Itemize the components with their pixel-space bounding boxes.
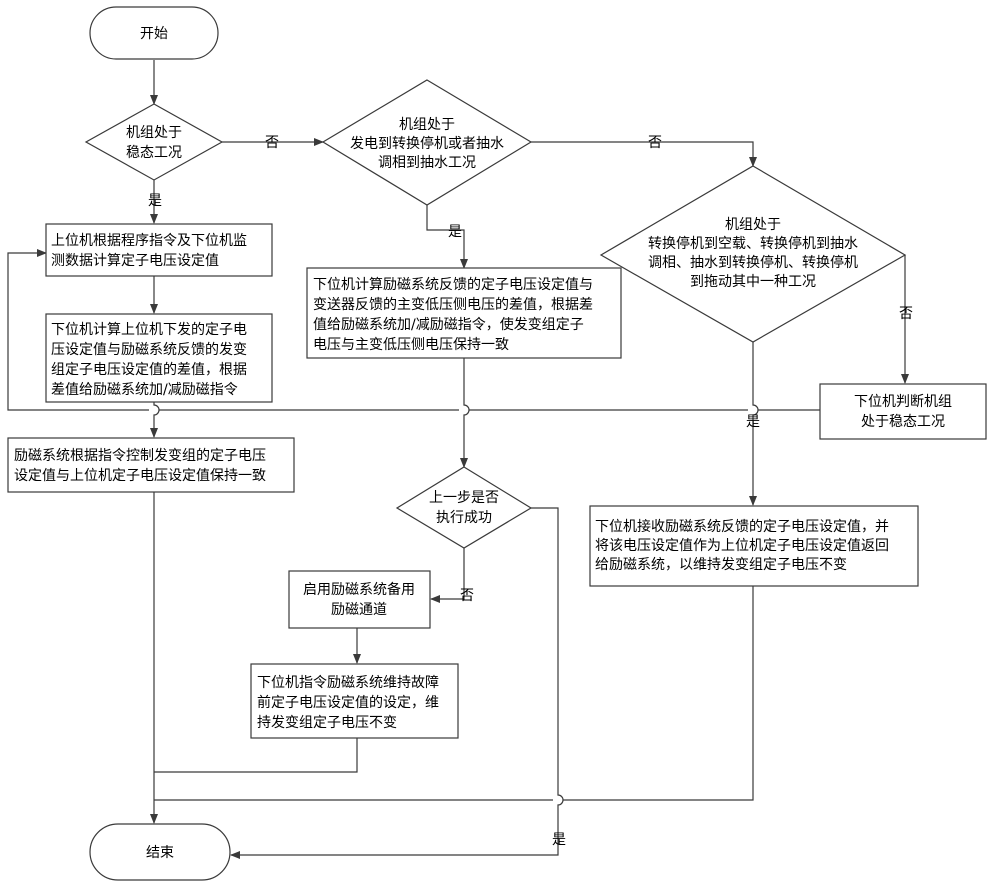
label-d2-no: 否 (648, 135, 662, 151)
box-receive-feedback (589, 505, 919, 587)
text-line: 转换停机到空载、转换停机到抽水 (648, 235, 858, 252)
edge-d3-b6 (749, 342, 759, 506)
box-host-compute (45, 223, 273, 277)
text-line: 下位机计算上位机下发的定子电 (51, 322, 247, 338)
text-line: 组定子电压设定值的差值，根据 (51, 362, 247, 378)
text-line: 到拖动其中一种工况 (690, 274, 816, 290)
decision-transition-modes (599, 165, 907, 343)
text-line: 机组处于 (725, 217, 781, 233)
label-d4-yes: 是 (552, 832, 566, 848)
end-text: 结束 (146, 845, 174, 861)
text-line: 机组处于 (399, 117, 455, 133)
text-line: 下位机接收励磁系统反馈的定子电压设定值，并 (595, 518, 889, 535)
text-line: 将该电压设定值作为上位机定子电压设定值返回 (595, 538, 889, 554)
decision-transition-pump (321, 79, 533, 206)
text-line: 给励磁系统，以维持发变组定子电压不变 (595, 557, 847, 573)
label-d4-no: 否 (460, 588, 474, 604)
decision-transition-pump-text: 机组处于发电到转换停机或者抽水调相到抽水工况 (350, 117, 504, 171)
box-lower-compute-feedback (306, 267, 622, 359)
text-line: 发电到转换停机或者抽水 (350, 135, 504, 152)
text-line: 上位机根据程序指令及下位机监 (51, 233, 247, 249)
decision-steady-state-text: 机组处于稳态工况 (126, 125, 182, 161)
text-line: 下位机指令励磁系统维持故障 (257, 675, 439, 691)
label-d1-yes: 是 (148, 193, 162, 209)
box-judge-steady-text: 下位机判断机组处于稳态工况 (854, 394, 952, 430)
text-line: 稳态工况 (126, 145, 182, 161)
text-line: 下位机计算励磁系统反馈的定子电压设定值与 (313, 277, 593, 293)
text-line: 测数据计算定子电压设定值 (51, 253, 219, 269)
text-line: 压设定值与励磁系统反馈的发变 (51, 342, 247, 358)
start-terminal (89, 6, 219, 60)
box-maintain-setpoint-text: 下位机指令励磁系统维持故障前定子电压设定值的设定，维持发变组定子电压不变 (257, 675, 439, 731)
text-line: 变送器反馈的主变低压侧电压的差值，根据差 (313, 297, 593, 313)
text-line: 前定子电压设定值的设定，维 (257, 694, 439, 711)
text-line: 励磁通道 (331, 602, 387, 618)
edge-b3-d4 (460, 358, 470, 468)
edge-labels: 否 是 否 是 否 是 否 是 (148, 135, 913, 848)
box-excitation-control (7, 437, 295, 493)
start-text: 开始 (140, 26, 168, 42)
decision-step-success-text: 上一步是否执行成功 (429, 490, 499, 526)
text-line: 调相到抽水工况 (378, 155, 476, 171)
edge-d4-end (230, 507, 564, 859)
text-line: 机组处于 (126, 125, 182, 141)
text-line: 持发变组定子电压不变 (257, 715, 397, 731)
edge-b4-b1 (7, 253, 820, 411)
edge-d4-b7 (430, 548, 465, 603)
decision-steady-state (84, 103, 224, 181)
text-line: 处于稳态工况 (861, 414, 945, 430)
box-lower-compute-diff (45, 313, 273, 403)
edge-b2-b5 (150, 402, 160, 438)
connectors (7, 60, 909, 859)
decision-step-success (395, 466, 533, 549)
edge-d2-d3 (531, 141, 757, 167)
edge-b8-trunk (154, 738, 358, 773)
box-lower-compute-diff-text: 下位机计算上位机下发的定子电压设定值与励磁系统反馈的发变组定子电压设定值的差值，… (51, 322, 247, 398)
text-line: 调相、抽水到转换停机、转换停机 (648, 254, 858, 271)
text-line: 电压与主变低压侧电压保持一致 (313, 337, 509, 353)
box-backup-channel (288, 570, 431, 629)
text-line: 值给励磁系统加/减励磁指令，使发变组定子 (313, 316, 584, 333)
box-receive-feedback-text: 下位机接收励磁系统反馈的定子电压设定值，并将该电压设定值作为上位机定子电压设定值… (595, 518, 889, 573)
box-judge-steady (819, 383, 987, 440)
edge-b6-trunk (154, 586, 754, 801)
text-line: 启用励磁系统备用 (303, 581, 415, 598)
text-line: 差值给励磁系统加/减励磁指令 (51, 382, 238, 398)
label-d3-no: 否 (899, 306, 913, 322)
end-terminal (89, 823, 231, 881)
box-backup-channel-text: 启用励磁系统备用励磁通道 (303, 581, 415, 618)
text-line: 励磁系统根据指令控制发变组的定子电压 (14, 448, 266, 464)
box-excitation-control-text: 励磁系统根据指令控制发变组的定子电压设定值与上位机定子电压设定值保持一致 (14, 448, 266, 484)
text-line: 执行成功 (436, 510, 492, 526)
text-line: 设定值与上位机定子电压设定值保持一致 (14, 468, 266, 484)
text-line: 下位机判断机组 (854, 394, 952, 410)
label-d3-yes: 是 (746, 414, 760, 430)
decision-transition-modes-text: 机组处于转换停机到空载、转换停机到抽水调相、抽水到转换停机、转换停机到拖动其中一… (648, 217, 858, 290)
edge-d2-b3 (426, 205, 468, 269)
box-lower-compute-feedback-text: 下位机计算励磁系统反馈的定子电压设定值与变送器反馈的主变低压侧电压的差值，根据差… (313, 277, 593, 353)
text-line: 上一步是否 (429, 490, 499, 506)
box-maintain-setpoint (250, 663, 459, 739)
label-d1-no: 否 (265, 135, 279, 151)
box-host-compute-text: 上位机根据程序指令及下位机监测数据计算定子电压设定值 (51, 233, 247, 269)
label-d2-yes: 是 (448, 224, 462, 240)
